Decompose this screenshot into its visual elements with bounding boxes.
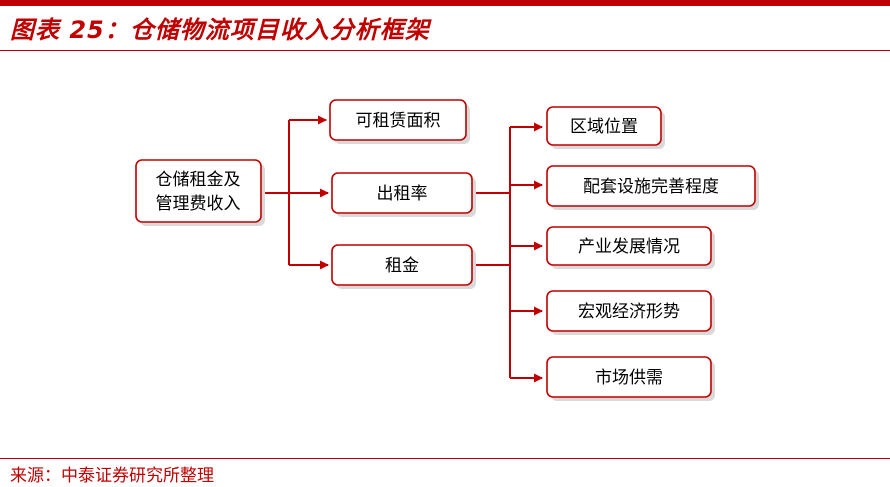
node-industry: 产业发展情况 (546, 226, 715, 269)
node-facilities-label: 配套设施完善程度 (583, 177, 719, 197)
root-connectors (262, 115, 329, 270)
node-location: 区域位置 (546, 106, 665, 149)
node-leasable-area: 可租赁面积 (329, 99, 470, 144)
node-occupancy-rate-label: 出租率 (377, 184, 428, 204)
node-occupancy-rate: 出租率 (331, 172, 476, 217)
node-industry-label: 产业发展情况 (578, 237, 680, 257)
factor-connectors (474, 122, 543, 383)
title-divider (0, 50, 890, 51)
page-title: 图表 25：仓储物流项目收入分析框架 (10, 16, 430, 44)
top-accent-bar (0, 0, 890, 6)
node-market-supply-demand-label: 市场供需 (595, 368, 663, 388)
node-market-supply-demand: 市场供需 (546, 356, 715, 401)
node-leasable-area-label: 可租赁面积 (356, 111, 441, 131)
node-rent: 租金 (331, 244, 476, 289)
node-macro-economy-label: 宏观经济形势 (578, 302, 680, 322)
node-root-income-line2: 管理费收入 (156, 194, 241, 214)
node-rent-label: 租金 (385, 256, 419, 276)
node-location-label: 区域位置 (570, 117, 638, 137)
source-note: 来源：中泰证券研究所整理 (10, 466, 214, 486)
node-macro-economy: 宏观经济形势 (546, 290, 715, 335)
node-facilities: 配套设施完善程度 (546, 165, 759, 210)
node-root-income-line1: 仓储租金及 (156, 170, 241, 190)
source-divider (0, 458, 890, 459)
node-root-income: 仓储租金及 管理费收入 (135, 159, 265, 226)
